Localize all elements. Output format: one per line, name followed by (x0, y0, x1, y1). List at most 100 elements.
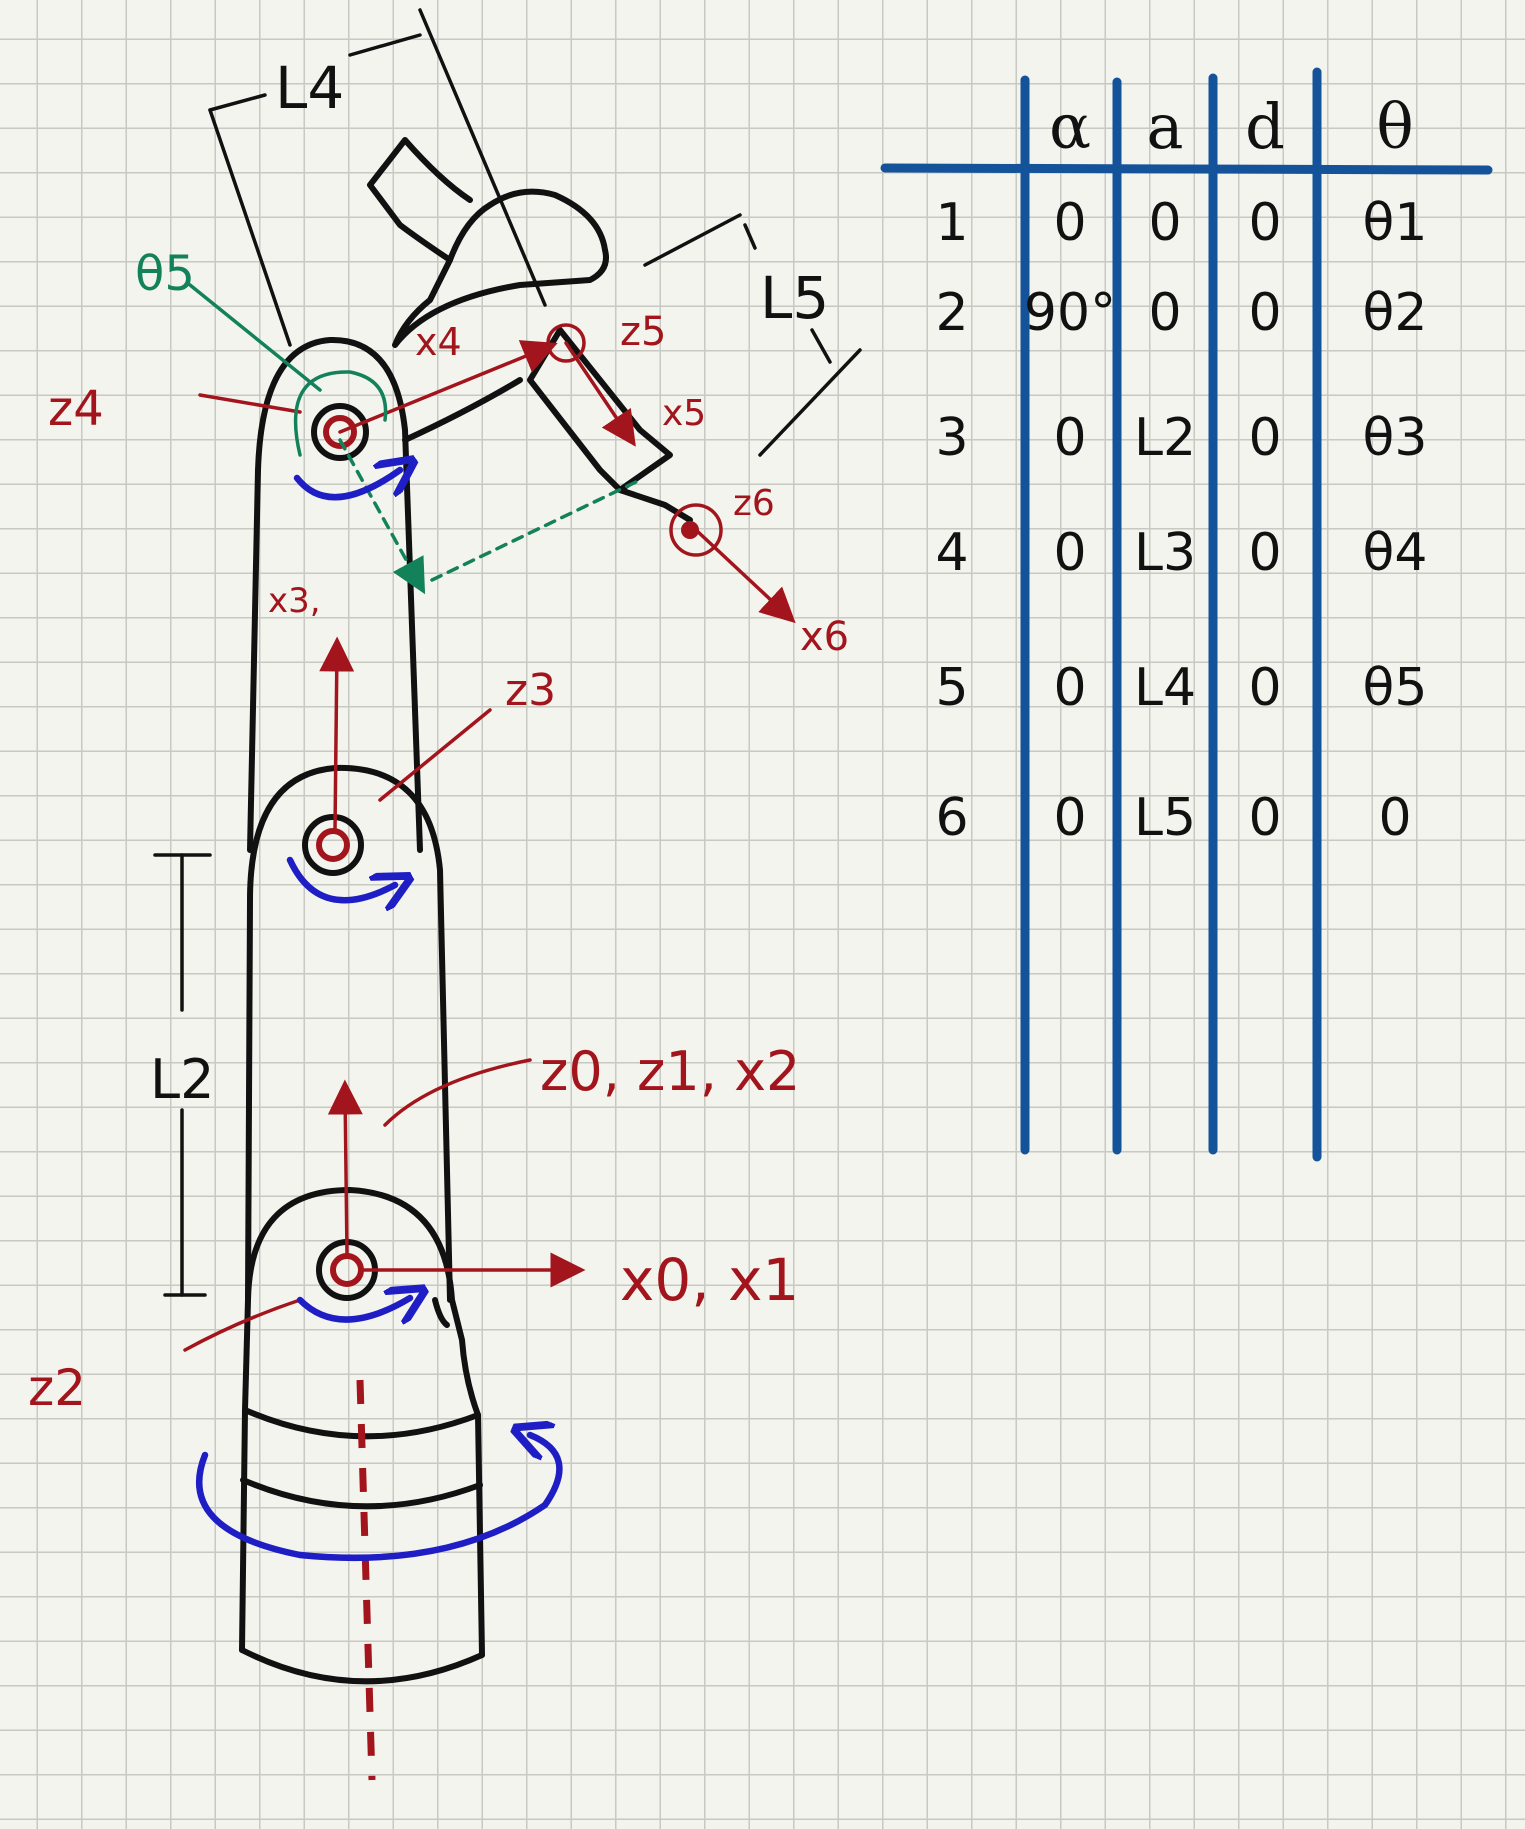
table-header-d: d (1245, 90, 1285, 163)
label-x6: x6 (800, 614, 849, 660)
label-x4: x4 (415, 320, 462, 364)
table-cell-row-index: 3 (935, 408, 968, 468)
label-z5: z5 (620, 309, 666, 355)
lower-link-notch (432, 1297, 450, 1328)
rot-base (196, 1435, 563, 1562)
rot-3 (286, 856, 395, 900)
x5-axis (564, 341, 636, 447)
l4-dim-left (208, 108, 292, 347)
rot-4 (293, 470, 400, 501)
wrist-cap (367, 137, 473, 263)
table-cell-row-index: 1 (935, 193, 968, 253)
x3-axis (319, 636, 355, 832)
base-rotation-axis (356, 1379, 376, 1781)
table-cell-d: 0 (1248, 523, 1281, 583)
z0-leader (383, 1058, 532, 1127)
table-cell-d: 0 (1248, 658, 1281, 718)
frame-axes (183, 340, 796, 1781)
l5-dim-tick-1 (743, 223, 757, 250)
l4-dim-top-right (348, 33, 422, 57)
table-cell-theta: 0 (1378, 788, 1411, 848)
lower-link (242, 1187, 481, 1418)
pen-tip (617, 487, 693, 523)
table-cell-a: L5 (1134, 788, 1196, 848)
base-band-1 (240, 1477, 483, 1510)
z2-leader (183, 1298, 302, 1352)
table-cell-alpha: 0 (1053, 658, 1086, 718)
robot-body (239, 137, 693, 1685)
l4-dim-right (418, 8, 547, 307)
label-z0-z1-x2: z0, z1, x2 (540, 1040, 800, 1103)
table-cell-row-index: 5 (935, 658, 968, 718)
table-cell-d: 0 (1248, 283, 1281, 343)
table-cell-d: 0 (1248, 408, 1281, 468)
label-l5: L5 (760, 264, 829, 332)
table-cell-row-index: 2 (935, 283, 968, 343)
joint-6-circle (669, 503, 723, 557)
table-cell-a: L3 (1134, 523, 1196, 583)
label-x3: x3, (268, 581, 321, 621)
label-theta5: θ5 (135, 246, 195, 302)
label-z3: z3 (505, 665, 556, 716)
table-cell-alpha: 0 (1053, 408, 1086, 468)
pen-body (527, 327, 673, 493)
label-x5: x5 (662, 393, 706, 434)
dimension-lines (153, 8, 862, 1297)
table-cell-theta: θ3 (1363, 408, 1428, 468)
table-cell-theta: θ4 (1363, 523, 1428, 583)
theta5-angle (188, 283, 642, 595)
joint-3-inner (316, 828, 350, 862)
label-z2: z2 (28, 1359, 86, 1417)
joints (302, 323, 723, 1301)
x6-axis (694, 528, 796, 624)
x4-axis (338, 340, 558, 434)
table-cell-alpha: 0 (1053, 523, 1086, 583)
diagram-labels: L4 L5 L2 θ5 z4 x4 z5 x5 z6 x6 x3, z3 z0,… (28, 54, 849, 1417)
base-band-2 (239, 1647, 485, 1685)
table-cell-alpha: 90° (1024, 283, 1116, 343)
table-header-rule (880, 163, 1493, 175)
z-axis-lower (327, 1079, 363, 1257)
joint-4-inner (323, 415, 357, 449)
l4-dim-top-left (208, 93, 267, 112)
table-cell-a: 0 (1148, 283, 1181, 343)
table-cell-row-index: 4 (935, 523, 968, 583)
rot-2 (296, 1298, 410, 1320)
table-cell-alpha: 0 (1053, 788, 1086, 848)
table-cell-row-index: 6 (935, 788, 968, 848)
table-cell-d: 0 (1248, 788, 1281, 848)
rotation-arrows (196, 470, 563, 1562)
label-z6: z6 (733, 483, 775, 524)
theta5-arc (293, 370, 388, 457)
table-cell-a: L2 (1134, 408, 1196, 468)
z4-leader (198, 393, 302, 414)
label-x0-x1: x0, x1 (620, 1246, 799, 1314)
table-header-theta: θ (1376, 90, 1413, 163)
table-cell-theta: θ2 (1363, 283, 1428, 343)
table-cell-theta: θ1 (1363, 193, 1428, 253)
table-cell-a: 0 (1148, 193, 1181, 253)
joint-2-inner (330, 1253, 364, 1287)
label-l4: L4 (275, 54, 344, 122)
upper-link-inner (402, 377, 523, 443)
theta5-dash-1 (338, 438, 426, 595)
joint-6-dot (681, 521, 699, 539)
table-header-a: a (1147, 90, 1184, 163)
label-z4: z4 (48, 381, 104, 437)
table-cell-theta: θ5 (1363, 658, 1428, 718)
table-cell-d: 0 (1248, 193, 1281, 253)
joint-4-outer (311, 403, 369, 461)
l5-dim-tick-2 (810, 328, 832, 364)
table-cell-alpha: 0 (1053, 193, 1086, 253)
table-cell-a: L4 (1134, 658, 1196, 718)
table-header-alpha: α (1049, 90, 1091, 163)
joint-3-outer (302, 814, 364, 876)
l5-dim-top (643, 213, 742, 267)
theta5-dash-2 (430, 478, 642, 582)
l5-dim-bot (758, 348, 862, 457)
label-l2: L2 (150, 1048, 214, 1111)
upper-link-left (247, 336, 423, 853)
